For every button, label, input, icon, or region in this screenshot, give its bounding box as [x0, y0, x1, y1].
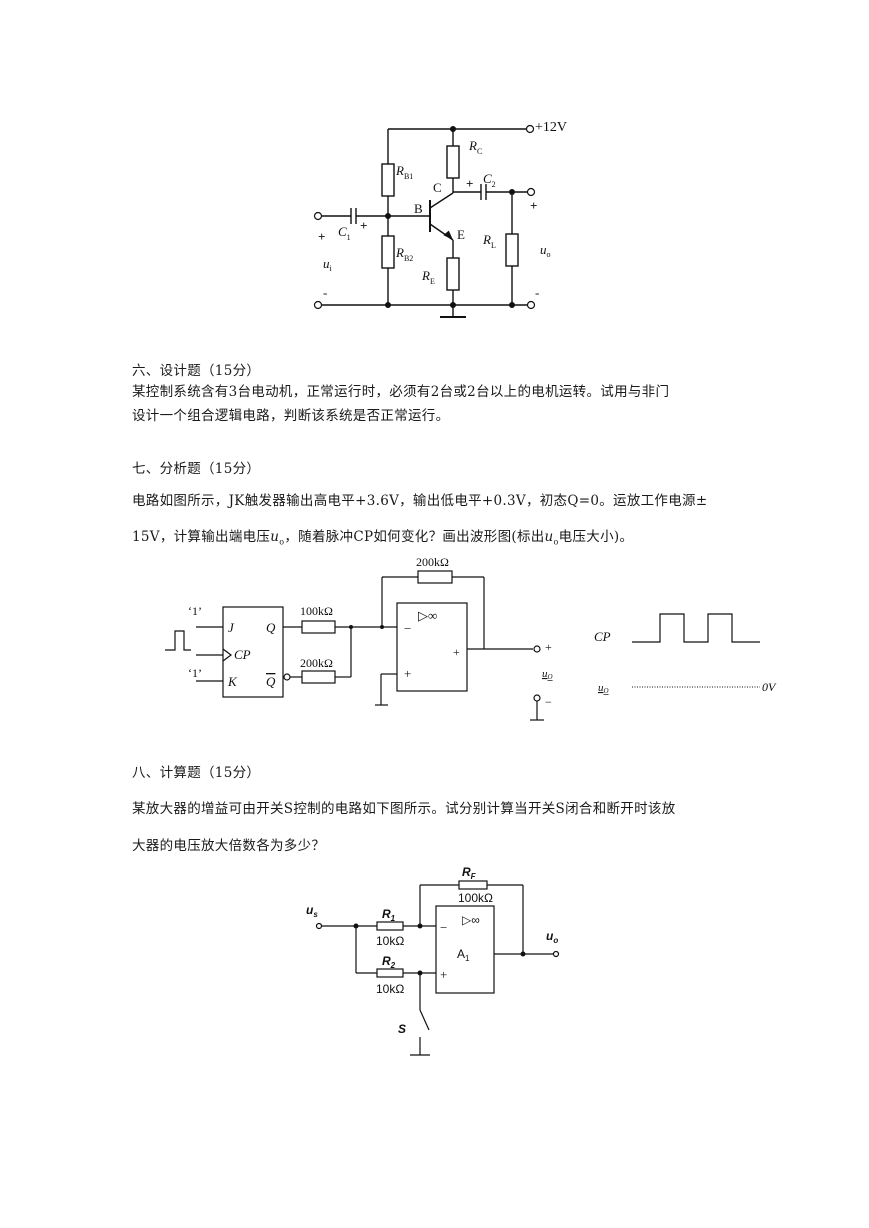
c2-label: C2 [483, 171, 496, 189]
section8-heading: 八、计算题（15分） [132, 765, 261, 781]
qbar-pin-label: Q [266, 674, 276, 689]
switch-label: S [398, 1022, 406, 1036]
j-input-label: ‘1’ [188, 604, 202, 618]
section8-line1: 某放大器的增益可由开关S控制的电路如下图所示。试分别计算当开关S闭合和断开时该放 [132, 801, 676, 817]
section7-line1: 电路如图所示，JK触发器输出高电平+3.6V，输出低电平+0.3V，初态Q=0。… [132, 493, 708, 509]
r-200k-label: 200kΩ [300, 656, 333, 670]
base-label: B [414, 201, 423, 216]
opamp-minus: − [404, 621, 411, 636]
opamp-minus: − [440, 920, 447, 935]
section6-heading: 六、设计题（15分） [132, 363, 261, 379]
section6-line1: 某控制系统含有3台电动机，正常运行时，必须有2台或2台以上的电机运转。试用与非门 [132, 384, 670, 400]
input-minus-sign: - [323, 285, 327, 300]
re-label: RE [421, 268, 435, 286]
section7-heading: 七、分析题（15分） [132, 461, 261, 477]
r1-value: 10kΩ [376, 934, 404, 948]
r2-label: R2 [382, 954, 396, 970]
cp-pin-label: CP [234, 647, 251, 662]
output-plus-sign: + [530, 198, 537, 213]
opamp-symbol: ▷∞ [462, 913, 480, 927]
uo-waveform-label: uO [598, 682, 609, 695]
rf-label: RF [462, 865, 477, 881]
j-pin-label: J [228, 620, 235, 635]
k-pin-label: K [227, 674, 238, 689]
c1-plus-sign: + [360, 218, 367, 233]
rb1-label: RB1 [395, 163, 413, 181]
rl-label: RL [482, 232, 496, 250]
section6-line2: 设计一个组合逻辑电路，判断该系统是否正常运行。 [132, 408, 450, 424]
input-plus-sign: + [318, 229, 325, 244]
jk-opamp-circuit-diagram: 200kΩ 100kΩ 200kΩ ‘1’ ‘1’ J K CP Q Q ▷∞ … [165, 555, 777, 721]
r2-value: 10kΩ [376, 982, 404, 996]
uo-label: uo [540, 242, 551, 259]
output-minus-sign: - [535, 285, 539, 300]
rf-200k-label: 200kΩ [416, 555, 449, 569]
rf-value: 100kΩ [458, 891, 493, 905]
cp-waveform-label: CP [594, 629, 611, 644]
uo-label: uo [546, 929, 558, 945]
uo-output-label: uO [542, 668, 553, 681]
output-terminal-minus: − [545, 695, 552, 709]
section8-line2: 大器的电压放大倍数各为多少？ [132, 838, 326, 854]
c2-plus-sign: + [466, 176, 473, 191]
r-100k-label: 100kΩ [300, 604, 333, 618]
c1-label: C1 [338, 224, 351, 242]
vcc-label: +12V [535, 120, 567, 135]
us-label: us [306, 903, 318, 919]
ui-label: ui [323, 256, 333, 273]
opamp-symbol: ▷∞ [418, 608, 437, 623]
collector-label: C [433, 180, 442, 195]
output-terminal-plus: + [545, 640, 552, 654]
r1-label: R1 [382, 907, 396, 923]
opamp-plus: + [404, 666, 411, 681]
rb2-label: RB2 [395, 245, 413, 263]
section7-line2: 15V，计算输出端电压uo，随着脉冲CP如何变化？画出波形图(标出uo电压大小)… [132, 529, 634, 547]
zero-volt-label: 0V [762, 680, 777, 694]
opamp-plus: + [440, 967, 447, 982]
rc-label: RC [468, 138, 482, 156]
k-input-label: ‘1’ [188, 666, 202, 680]
emitter-label: E [457, 227, 465, 242]
q-pin-label: Q [266, 620, 276, 635]
amplifier-circuit-diagram: +12V RC RB1 RB2 RE RL C1 C2 B C E ui uo … [313, 120, 567, 318]
a1-label: A1 [457, 947, 470, 963]
opamp-output-plus: + [453, 645, 460, 659]
